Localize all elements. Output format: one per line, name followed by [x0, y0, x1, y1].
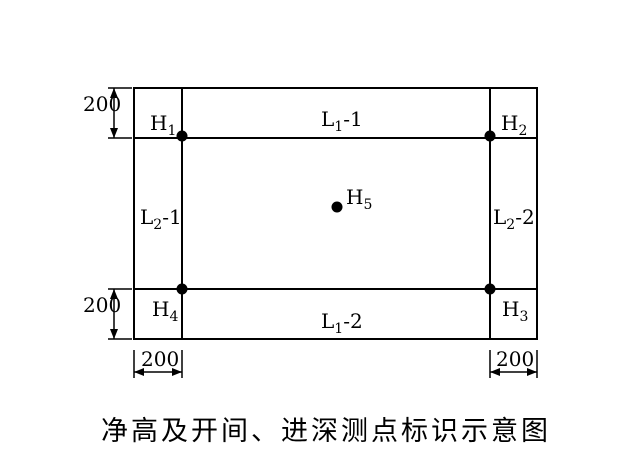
point-h3-dot — [484, 283, 496, 295]
dimension-bottom-horizontal-right — [489, 350, 538, 378]
label-h4: H4 — [152, 297, 178, 325]
label-l2-2: L2-2 — [493, 205, 535, 233]
label-h2: H2 — [501, 111, 527, 139]
point-h2-dot — [484, 130, 496, 142]
dimension-top-left — [108, 87, 132, 139]
dimension-bottom-horizontal-right-text: 200 — [496, 347, 534, 371]
dimension-bottom-left-text: 200 — [83, 293, 121, 317]
point-h4-dot — [176, 283, 188, 295]
label-l1-1: L1-1 — [321, 107, 363, 135]
dimension-bottom-horizontal-left-text: 200 — [141, 347, 179, 371]
dimension-bottom-left — [108, 288, 132, 340]
label-h1: H1 — [150, 111, 176, 139]
label-h3: H3 — [502, 297, 528, 325]
outer-rectangle — [133, 87, 538, 340]
label-h5: H5 — [346, 185, 372, 213]
dimension-bottom-horizontal-left — [133, 350, 183, 378]
label-l1-2: L1-2 — [321, 309, 363, 337]
dimension-top-left-text: 200 — [83, 92, 121, 116]
label-l2-1: L2-1 — [140, 205, 182, 233]
point-h5-dot — [331, 201, 343, 213]
point-h1-dot — [176, 130, 188, 142]
diagram-caption: 净高及开间、进深测点标识示意图 — [101, 416, 551, 447]
